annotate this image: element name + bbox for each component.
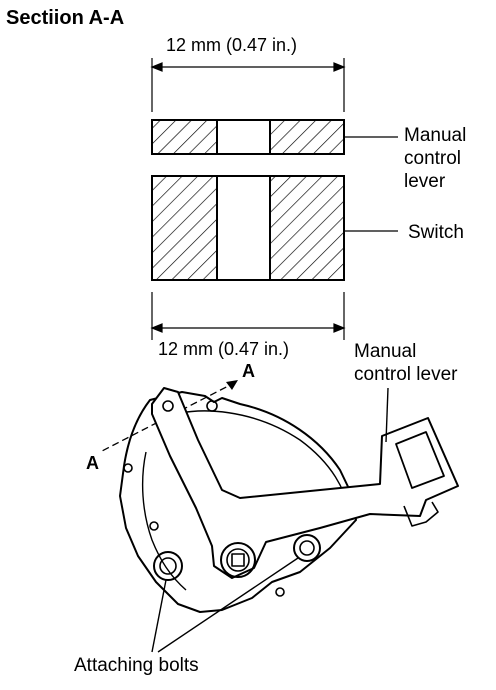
lever-pivot [220,542,256,578]
housing-inner-edge-left [141,451,187,591]
lever-grip-window [395,431,445,489]
section-view [150,58,398,340]
section-title: Sectiion A-A [6,7,125,29]
lever-label: Manual control lever [404,124,466,194]
housing-ear-hole [149,521,159,531]
lever-label-line-2: control [404,148,462,170]
lever-hole-icon [162,400,174,412]
section-line [99,381,237,453]
lever-cross-section [151,119,345,155]
bolt-leader-right [157,557,299,653]
assembly-lever-label-line-1: Manual [354,341,417,362]
top-dimension-line [150,58,346,112]
housing-ear-hole [123,463,133,473]
bottom-dimension-label: 12 mm (0.47 in.) [158,339,290,359]
lever-label-line-1: Manual [404,125,467,146]
manual-control-lever [151,387,459,579]
switch-housing [119,391,357,613]
section-arrow-top [226,380,238,390]
lever-tip-detail [403,501,439,527]
lever-label-line-3: lever [404,171,446,193]
assembly-lever-label: Manual control lever [354,340,458,386]
switch-cross-section [151,175,345,281]
attaching-bolts-label: Attaching bolts [74,655,199,676]
switch-label: Switch [408,222,464,243]
section-marker-left: A [86,453,99,473]
section-marker-top: A [242,361,255,381]
housing-ear-hole [275,587,285,597]
bottom-dimension-line [150,292,346,340]
housing-ear-hole [206,400,218,412]
assembly-lever-leader [385,387,389,443]
assembly-view [99,380,459,653]
attaching-bolt-left [153,551,183,581]
top-dimension-label: 12 mm (0.47 in.) [166,35,298,55]
attaching-bolt-right [293,534,321,562]
bolt-leader-left [151,579,167,653]
assembly-lever-label-line-2: control lever [354,364,458,386]
